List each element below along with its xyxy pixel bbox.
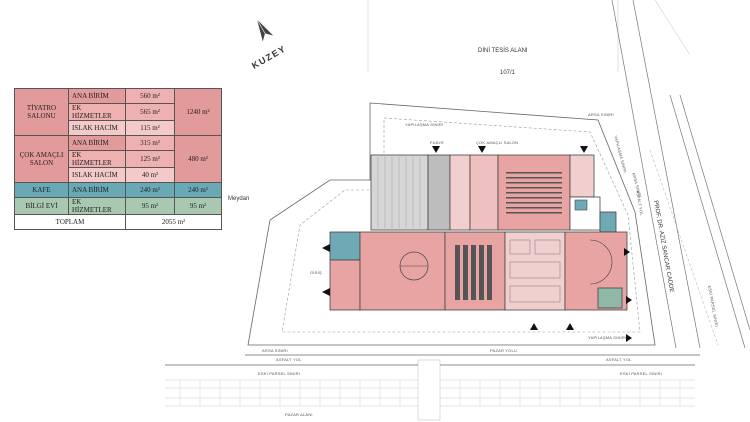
- item-cell: EK HİZMETLER: [68, 103, 126, 121]
- area-cell: 40 m²: [125, 167, 175, 183]
- table-row: TİYATRO SALONU ANA BİRİM 560 m² 1240 m²: [14, 88, 222, 136]
- area-cell: 95 m²: [125, 197, 175, 215]
- area-table: TİYATRO SALONU ANA BİRİM 560 m² 1240 m² …: [14, 88, 222, 230]
- building-limit-top-label: YAPILAŞMA SINIRI: [405, 122, 444, 127]
- area-cell: 125 m²: [125, 150, 175, 168]
- table-row: ÇOK AMAÇLI SALON ANA BİRİM 315 m² 480 m²: [14, 135, 222, 183]
- grand-total-label: TOPLAM: [14, 214, 126, 230]
- table-row: BİLGİ EVİ EK HİZMETLER 95 m² 95 m²: [14, 197, 222, 215]
- asphalt-road-left-label: ASFALT YOL: [276, 357, 302, 362]
- area-cell: 240 m²: [125, 182, 175, 198]
- asphalt-road-right-label: ASFALT YOL: [606, 357, 632, 362]
- group-cell: ÇOK AMAÇLI SALON: [14, 135, 69, 183]
- building-limit: [281, 117, 641, 333]
- square-label: Meydan: [228, 196, 250, 202]
- area-cell: 315 m²: [125, 135, 175, 151]
- table-row: TOPLAM 2055 m²: [14, 214, 222, 230]
- old-parcel-left-label: ESKİ PARSEL SINIRI: [258, 371, 301, 376]
- group-cell: TİYATRO SALONU: [14, 88, 69, 136]
- road-limit-top-label: ARSA SINIRI: [588, 112, 614, 117]
- area-cell: 565 m²: [125, 103, 175, 121]
- item-cell: ANA BİRİM: [68, 135, 126, 151]
- item-cell: ISLAK HACİM: [68, 167, 126, 183]
- item-cell: ANA BİRİM: [68, 182, 126, 198]
- group-cell: KAFE: [14, 182, 69, 198]
- table-row: EK HİZMETLER 125 m²: [15, 150, 222, 168]
- road-limit-bottom-label: ARSA SINIRI: [262, 348, 288, 353]
- area-cell: 560 m²: [125, 88, 175, 104]
- market-area-label: PAZAR ALANI: [285, 412, 313, 417]
- building-limit-bottom-label: YAPILAŞMA SINIRI: [588, 335, 627, 340]
- item-cell: ANA BİRİM: [68, 88, 126, 104]
- total-cell: 240 m²: [174, 182, 222, 198]
- market-road-label: PAZAR YOLU: [490, 348, 517, 353]
- parcel-label: 107/1: [500, 70, 516, 76]
- old-parcel-right-label: ESKİ PARSEL SINIRI: [620, 371, 663, 376]
- item-cell: EK HİZMETLER: [68, 150, 126, 168]
- area-cell: 115 m²: [125, 120, 175, 136]
- table-row: ISLAK HACİM 115 m²: [15, 120, 222, 136]
- foyer-plan-label: FUAYE: [430, 140, 445, 145]
- item-cell: EK HİZMETLER: [68, 197, 126, 215]
- total-cell: 95 m²: [174, 197, 222, 215]
- grand-total-value: 2055 m²: [125, 214, 222, 230]
- north-arrow-icon: [256, 19, 274, 42]
- group-cell: BİLGİ EVİ: [14, 197, 69, 215]
- entrance-plan-label: GİRİŞ: [310, 270, 322, 275]
- table-row: KAFE ANA BİRİM 240 m² 240 m²: [14, 182, 222, 198]
- table-row: ISLAK HACİM 40 m²: [15, 167, 222, 183]
- total-cell: 1240 m²: [174, 88, 222, 136]
- site-boundary: [247, 102, 656, 346]
- total-cell: 480 m²: [174, 135, 222, 183]
- multi-hall-plan-label: ÇOK AMAÇLI SALON: [476, 140, 519, 145]
- item-cell: ISLAK HACİM: [68, 120, 126, 136]
- religious-area-label: DİNİ TESİS ALANI: [478, 48, 528, 54]
